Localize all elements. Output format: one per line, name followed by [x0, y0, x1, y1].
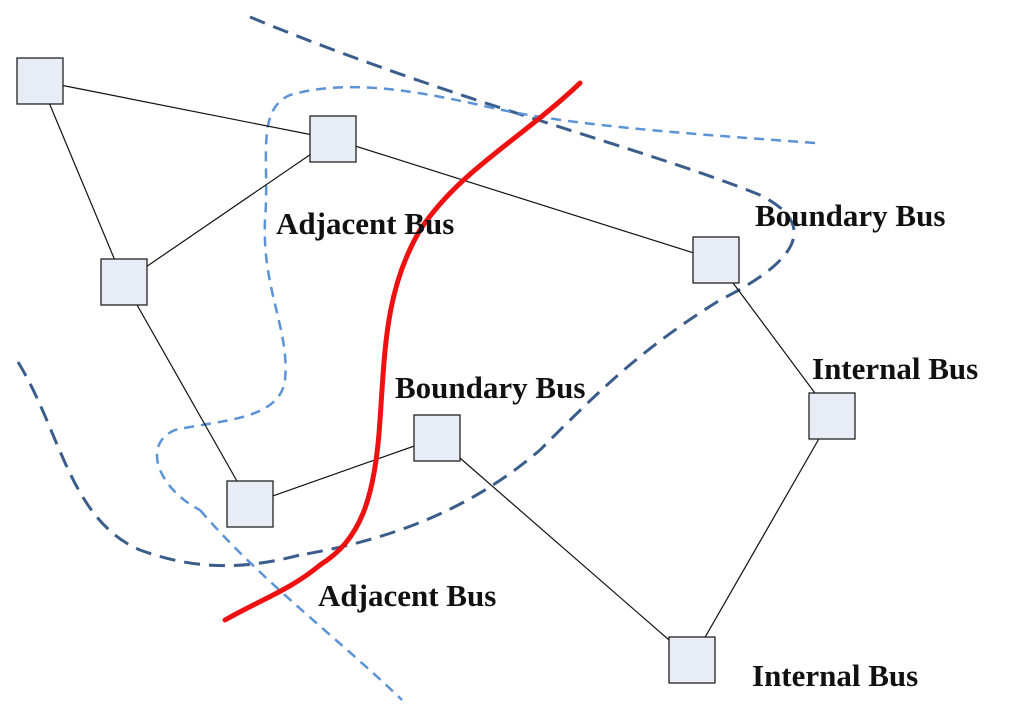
bus-node	[808, 392, 856, 440]
bus-node	[16, 57, 64, 105]
label-internal-bus-right: Internal Bus	[812, 351, 979, 386]
light-dashed-boundary-upper	[155, 85, 816, 512]
label-boundary-bus-center: Boundary Bus	[395, 370, 586, 405]
label-adjacent-bus-top: Adjacent Bus	[276, 206, 455, 241]
nodes-layer	[16, 57, 856, 684]
dark-dashed-boundary-upper	[249, 15, 796, 557]
edge-n4-n7	[715, 259, 833, 417]
edges-layer	[39, 80, 833, 661]
edge-n3-n5	[123, 281, 251, 505]
edge-n2-n3	[123, 138, 334, 283]
bus-node	[100, 258, 148, 306]
bus-node	[692, 236, 740, 284]
edge-n2-n4	[332, 138, 717, 261]
red-cut-line	[222, 80, 583, 623]
dark-dashed-boundary-lower	[16, 361, 301, 568]
edge-n7-n8	[691, 415, 833, 661]
bus-node	[309, 115, 357, 163]
edge-n6-n8	[436, 437, 693, 661]
label-boundary-bus-right: Boundary Bus	[755, 198, 946, 233]
edge-n1-n3	[39, 80, 125, 283]
bus-node	[226, 480, 274, 528]
label-internal-bus-bottom: Internal Bus	[752, 658, 919, 693]
light-dashed-boundary-lower	[199, 509, 403, 701]
bus-node	[413, 414, 461, 462]
label-adjacent-bus-bottom: Adjacent Bus	[318, 578, 497, 613]
edge-n1-n2	[39, 80, 334, 140]
bus-node	[668, 636, 716, 684]
edge-n5-n6	[249, 437, 438, 505]
